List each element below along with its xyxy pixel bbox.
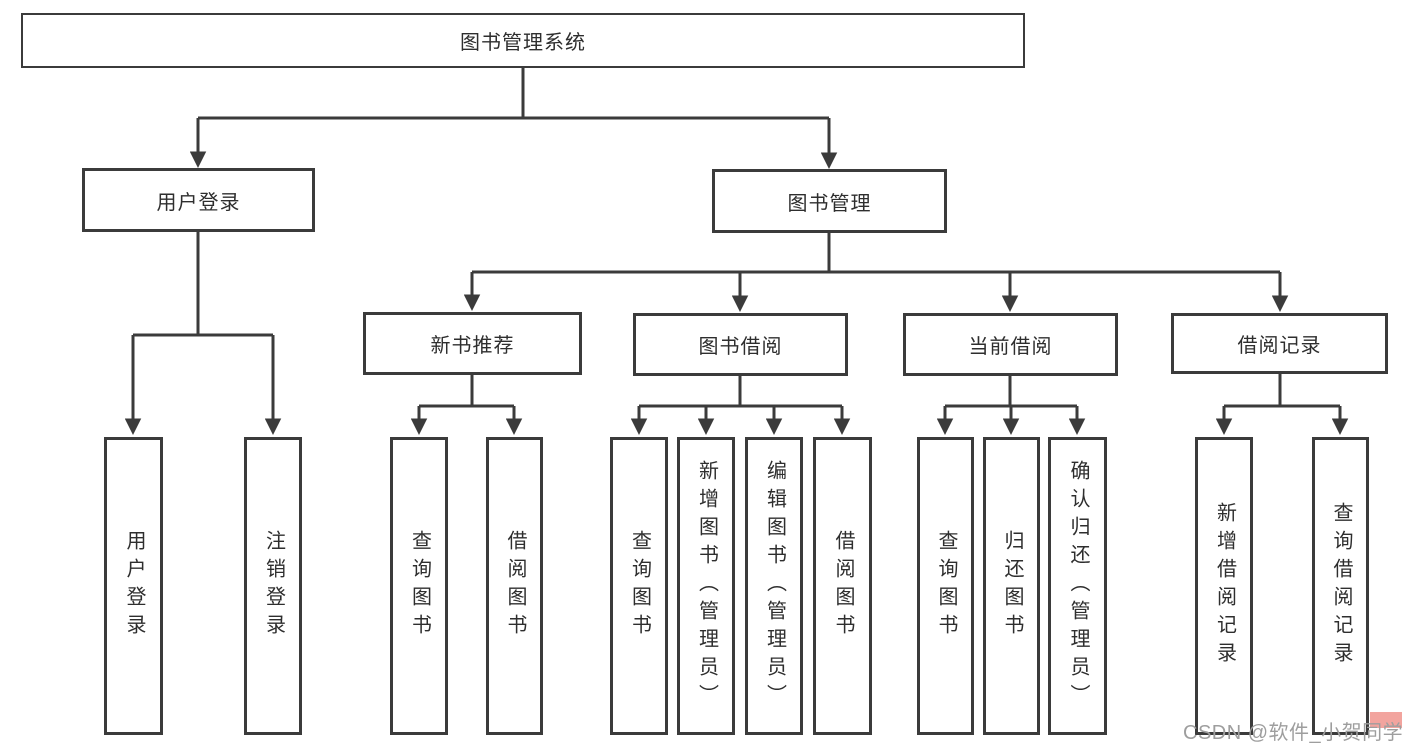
leaf-label: 归还图书 (1001, 530, 1023, 642)
leaf-label: 查询借阅记录 (1330, 502, 1352, 670)
node-label: 图书管理系统 (460, 32, 586, 54)
node-borrow-records: 借阅记录 (1171, 313, 1388, 374)
watermark: CSDN @软件_小贺同学 (1183, 722, 1404, 744)
node-label: 借阅记录 (1237, 335, 1322, 357)
leaf-query-books-recommend: 查询图书 (390, 437, 448, 735)
leaf-edit-book-admin: 编辑图书（管理员） (745, 437, 803, 735)
node-current-borrowing: 当前借阅 (903, 313, 1118, 376)
leaf-logout: 注销登录 (244, 437, 302, 735)
leaf-label: 借阅图书 (832, 530, 854, 642)
node-user-login: 用户登录 (82, 168, 315, 232)
leaf-borrow-books-recommend: 借阅图书 (486, 437, 543, 735)
leaf-label: 用户登录 (123, 530, 145, 642)
leaf-return-book: 归还图书 (983, 437, 1040, 735)
node-label: 图书管理 (787, 192, 872, 215)
leaf-label: 查询图书 (935, 530, 957, 642)
node-book-borrowing: 图书借阅 (633, 313, 848, 376)
node-library-management-system: 图书管理系统 (21, 13, 1025, 68)
leaf-query-borrow-record: 查询借阅记录 (1312, 437, 1369, 735)
leaf-query-books-current: 查询图书 (917, 437, 974, 735)
node-label: 当前借阅 (968, 336, 1053, 358)
node-label: 用户登录 (156, 191, 241, 214)
node-book-management: 图书管理 (712, 169, 947, 233)
node-label: 新书推荐 (430, 335, 515, 357)
leaf-query-books-borrowing: 查询图书 (610, 437, 668, 735)
leaf-label: 查询图书 (628, 530, 651, 642)
leaf-label: 新增图书（管理员） (695, 460, 718, 712)
leaf-confirm-return-admin: 确认归还（管理员） (1048, 437, 1107, 735)
leaf-label: 查询图书 (408, 530, 431, 642)
leaf-label: 新增借阅记录 (1213, 502, 1236, 670)
leaf-user-login: 用户登录 (104, 437, 163, 735)
leaf-label: 借阅图书 (504, 530, 526, 642)
leaf-label: 编辑图书（管理员） (763, 460, 786, 712)
node-label: 图书借阅 (698, 336, 783, 358)
leaf-add-book-admin: 新增图书（管理员） (677, 437, 735, 735)
node-new-book-recommend: 新书推荐 (363, 312, 582, 375)
watermark-accent (1370, 712, 1402, 728)
leaf-label: 确认归还（管理员） (1067, 460, 1089, 712)
leaf-borrow-books: 借阅图书 (813, 437, 872, 735)
leaf-label: 注销登录 (262, 530, 285, 642)
leaf-add-borrow-record: 新增借阅记录 (1195, 437, 1253, 735)
